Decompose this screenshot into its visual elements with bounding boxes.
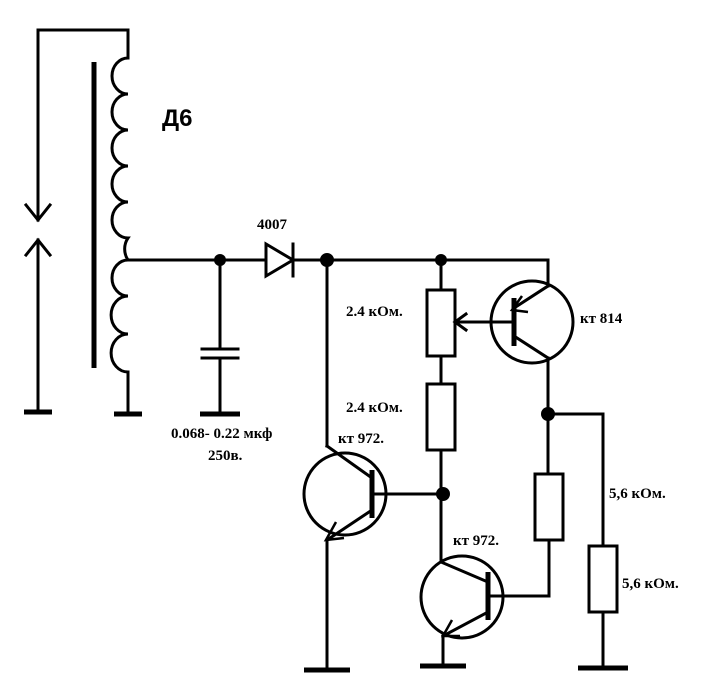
label-coil: Д6 bbox=[162, 105, 192, 132]
label-q-power: кт 814 bbox=[580, 311, 623, 327]
label-q-bottom: кт 972. bbox=[453, 533, 499, 549]
coil-winding bbox=[109, 56, 131, 374]
transistor-kt972-left bbox=[302, 443, 445, 673]
label-q-left: кт 972. bbox=[338, 431, 384, 447]
capacitor bbox=[200, 258, 240, 417]
resistor-far-right bbox=[546, 412, 628, 671]
potentiometer bbox=[425, 258, 496, 386]
resistor-mid bbox=[425, 382, 457, 564]
input-arrows bbox=[23, 28, 130, 415]
diode bbox=[264, 241, 296, 279]
label-r-far-right: 5,6 кОм. bbox=[622, 576, 679, 592]
label-r-right: 5,6 кОм. bbox=[609, 486, 666, 502]
transistor-kt814 bbox=[489, 258, 575, 416]
label-pot: 2.4 кОм. bbox=[346, 304, 403, 320]
transistor-kt972-bottom bbox=[419, 554, 505, 669]
label-diode: 4007 bbox=[257, 217, 288, 233]
resistor-right bbox=[486, 412, 565, 598]
label-capacitor-voltage: 250в. bbox=[208, 448, 243, 464]
label-r1: 2.4 кОм. bbox=[346, 400, 403, 416]
label-capacitor-value: 0.068- 0.22 мкф bbox=[171, 426, 272, 442]
